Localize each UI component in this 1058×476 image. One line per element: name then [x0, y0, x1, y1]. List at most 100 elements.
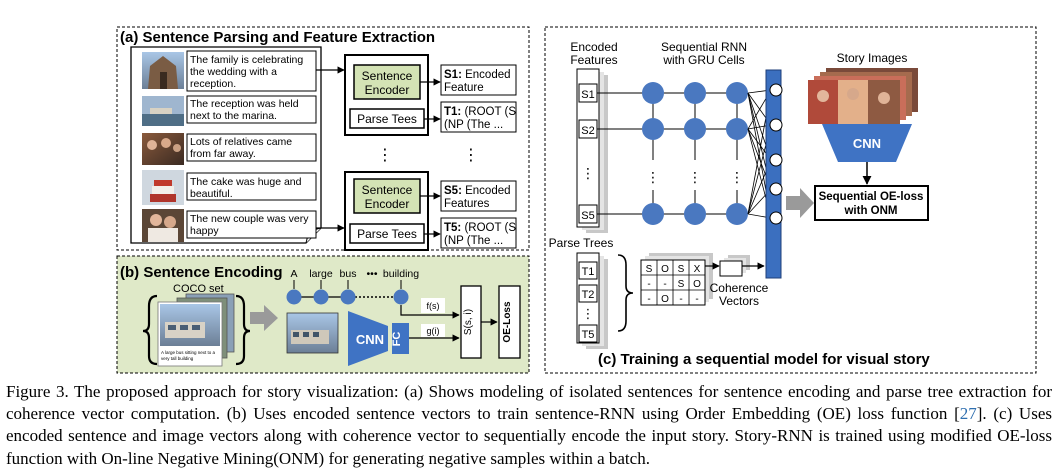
svg-text:Feature: Feature — [444, 82, 484, 94]
svg-text:⋮: ⋮ — [688, 169, 702, 185]
svg-text:Sentence: Sentence — [362, 183, 413, 197]
svg-text:reception.: reception. — [190, 78, 236, 90]
svg-text:X: X — [694, 264, 701, 275]
svg-text:S: S — [646, 264, 653, 275]
svg-text:g(i): g(i) — [427, 326, 440, 336]
svg-text:with GRU Cells: with GRU Cells — [662, 53, 744, 67]
svg-text:S1: Encoded: S1: Encoded — [444, 69, 511, 81]
svg-text:S1: S1 — [581, 89, 594, 101]
svg-text:Features: Features — [444, 198, 490, 210]
svg-text:the wedding with a: the wedding with a — [190, 66, 277, 78]
svg-text:(NP (The ...: (NP (The ... — [444, 119, 503, 131]
svg-text:-: - — [663, 279, 666, 290]
svg-text:Sequential RNN: Sequential RNN — [661, 40, 747, 54]
svg-text:Encoder: Encoder — [365, 83, 410, 97]
svg-text:•••: ••• — [366, 268, 377, 280]
svg-text:Encoded: Encoded — [570, 40, 617, 54]
svg-text:Sequential OE-loss: Sequential OE-loss — [819, 191, 924, 203]
svg-text:T2: T2 — [582, 289, 595, 301]
parse-trees-label: Parse Trees — [549, 236, 614, 250]
citation-link[interactable]: 27 — [959, 404, 977, 424]
left-brace — [142, 294, 158, 366]
svg-text:T5: T5 — [582, 329, 595, 341]
word-node-building — [393, 289, 409, 305]
svg-text:large: large — [309, 268, 333, 280]
coherence-vector — [719, 260, 743, 277]
output-s1: S1: Encoded Feature — [440, 64, 517, 96]
svg-text:-: - — [679, 294, 682, 305]
sentence-box-1: The family is celebrating the wedding wi… — [186, 50, 317, 92]
arrow-to-loss — [786, 188, 814, 218]
svg-text:happy: happy — [190, 225, 219, 237]
svg-text:O: O — [661, 264, 669, 275]
sequential-loss-box: Sequential OE-loss with ONM — [814, 185, 929, 221]
svg-text:CNN: CNN — [853, 136, 881, 151]
coco-label: COCO set — [173, 283, 224, 295]
encoder-module-top: Sentence Encoder Parse Tees — [344, 54, 429, 136]
svg-text:⋮: ⋮ — [646, 169, 660, 185]
svg-text:Parse Tees: Parse Tees — [357, 112, 417, 126]
svg-text:CNN: CNN — [356, 332, 384, 347]
svg-text:building: building — [383, 268, 419, 280]
cnn-block — [348, 311, 388, 366]
arrow-to-cnn — [250, 305, 278, 331]
svg-text:The new couple was very: The new couple was very — [190, 213, 309, 225]
svg-text:O: O — [693, 279, 701, 290]
svg-text:⋮: ⋮ — [582, 306, 595, 321]
panel-b-title: (b) Sentence Encoding — [120, 264, 283, 281]
right-brace — [235, 294, 251, 366]
panel-a-title: (a) Sentence Parsing and Feature Extract… — [120, 29, 435, 46]
score-box: S(s, i) — [460, 285, 482, 359]
svg-text:Story Images: Story Images — [837, 51, 908, 65]
panel-c: Encoded Features Sequential RNN with GRU… — [544, 26, 1037, 374]
svg-text:T1: (ROOT (S: T1: (ROOT (S — [444, 106, 516, 118]
embedding-bar — [765, 69, 782, 279]
svg-text:A large bus sitting next to a: A large bus sitting next to a — [161, 350, 216, 355]
svg-text:(NP (The ...: (NP (The ... — [444, 235, 503, 247]
story-thumbnail-3 — [142, 133, 184, 165]
word-node-large — [313, 289, 329, 305]
figure-caption: Figure 3. The proposed approach for stor… — [6, 381, 1052, 470]
svg-text:The family is celebrating: The family is celebrating — [190, 54, 303, 66]
svg-text:Sentence: Sentence — [362, 69, 413, 83]
svg-text:⋮: ⋮ — [730, 169, 744, 185]
f-label-box: f(s) — [421, 298, 445, 313]
svg-text:FC: FC — [391, 332, 403, 347]
gru-nodes — [642, 82, 748, 225]
svg-text:Vectors: Vectors — [719, 294, 759, 308]
parse-trees-stack: T1 T2 ⋮ T5 — [576, 252, 608, 349]
encoder-module-bottom: Sentence Encoder Parse Tees — [344, 171, 429, 251]
word-node-a — [286, 289, 302, 305]
oe-loss-box: OE-Loss — [498, 285, 521, 359]
cnn-input-image — [286, 312, 339, 354]
svg-text:O: O — [661, 294, 669, 305]
bar-output-nodes — [769, 83, 783, 225]
svg-text:Features: Features — [570, 53, 617, 67]
svg-text:beautiful.: beautiful. — [190, 188, 233, 200]
svg-text:from far away.: from far away. — [190, 148, 256, 160]
coco-image: A large bus sitting next to a very tall … — [157, 301, 223, 367]
dots-encoder: ⋮ — [377, 147, 393, 164]
svg-text:S5: S5 — [581, 210, 594, 222]
svg-text:-: - — [647, 294, 650, 305]
svg-text:next to the marina.: next to the marina. — [190, 110, 277, 122]
svg-text:A: A — [290, 268, 297, 280]
svg-text:S5: Encoded: S5: Encoded — [444, 185, 511, 197]
story-thumbnail-2 — [142, 96, 184, 126]
svg-text:Parse Tees: Parse Tees — [357, 227, 417, 241]
svg-text:S: S — [678, 279, 685, 290]
story-thumbnail-5 — [142, 209, 184, 242]
svg-text:The cake was huge and: The cake was huge and — [190, 176, 302, 188]
svg-text:S(s, i): S(s, i) — [463, 309, 474, 335]
sentence-box-3: Lots of relatives came from far away. — [186, 133, 317, 162]
fc-block: FC — [391, 323, 409, 354]
svg-text:very tall building: very tall building — [161, 356, 194, 361]
sentence-box-2: The reception was held next to the marin… — [186, 95, 317, 124]
svg-text:T5: (ROOT (S: T5: (ROOT (S — [444, 222, 516, 234]
svg-text:OE-Loss: OE-Loss — [502, 301, 513, 343]
svg-text:Lots of relatives came: Lots of relatives came — [190, 136, 292, 148]
svg-text:-: - — [647, 279, 650, 290]
g-label-box: g(i) — [421, 324, 445, 337]
caption-text-2: ]. (c) Uses encoded sentence and image v… — [6, 404, 1052, 468]
output-s5: S5: Encoded Features — [440, 180, 517, 212]
